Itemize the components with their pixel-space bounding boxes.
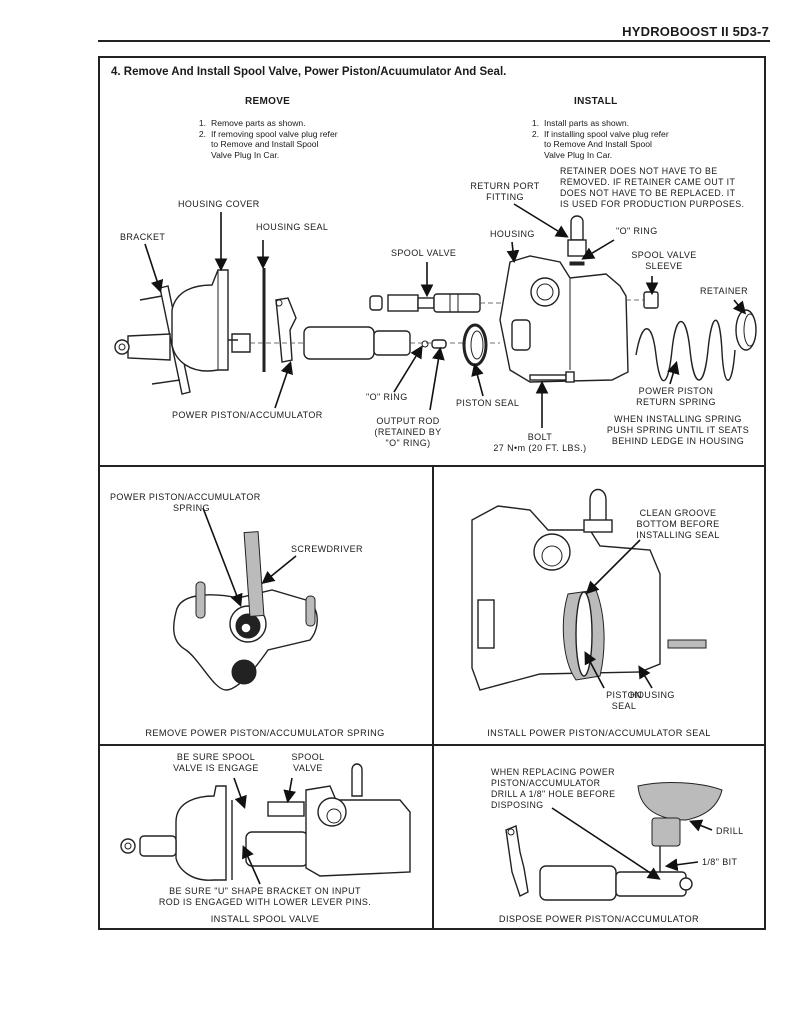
label-dispose-note: WHEN REPLACING POWER PISTON/ACCUMULATOR … <box>491 767 616 810</box>
label-clean-groove: CLEAN GROOVE BOTTOM BEFORE INSTALLING SE… <box>636 508 720 540</box>
label-u-bracket-note: BE SURE "U" SHAPE BRACKET ON INPUT ROD I… <box>158 886 372 907</box>
power-piston-accumulator-part <box>250 297 500 363</box>
label-spring-note: WHEN INSTALLING SPRING PUSH SPRING UNTIL… <box>606 414 750 446</box>
caption-dispose: DISPOSE POWER PISTON/ACCUMULATOR <box>498 914 700 924</box>
return-spring-part <box>635 319 736 382</box>
remove-heading: REMOVE <box>245 96 291 107</box>
label-pp-accumulator-spring: POWER PISTON/ACCUMULATOR SPRING <box>110 492 261 513</box>
label-spool-valve-sleeve: SPOOL VALVE SLEEVE <box>631 250 697 271</box>
label-o-ring-left: "O" RING <box>366 392 408 402</box>
bolt-part <box>529 371 575 383</box>
caption-remove-spring: REMOVE POWER PISTON/ACCUMULATOR SPRING <box>145 728 385 738</box>
install-steps: 1.Install parts as shown. 2.If installin… <box>525 118 695 160</box>
remove-step-2: 2.If removing spool valve plug refer to … <box>198 128 338 160</box>
label-install-housing: HOUSING <box>630 690 675 700</box>
label-be-sure-spool: BE SURE SPOOL VALVE IS ENGAGE <box>173 752 259 773</box>
page-header-title: HYDROBOOST II 5D3-7 <box>622 24 769 39</box>
label-screwdriver: SCREWDRIVER <box>291 544 363 554</box>
label-output-rod: OUTPUT ROD (RETAINED BY "O" RING) <box>374 416 442 448</box>
install-heading: INSTALL <box>574 96 618 107</box>
label-o-ring-right: "O" RING <box>616 226 658 236</box>
install-step-1: 1.Install parts as shown. <box>531 118 630 128</box>
label-return-port-fitting: RETURN PORT FITTING <box>470 181 540 202</box>
label-power-piston-return-spring: POWER PISTON RETURN SPRING <box>636 386 716 407</box>
label-retainer-note: RETAINER DOES NOT HAVE TO BE REMOVED. IF… <box>560 166 745 209</box>
label-housing-seal: HOUSING SEAL <box>256 222 329 232</box>
label-bit: 1/8" BIT <box>702 857 738 867</box>
label-spool-valve-install: SPOOL VALVE <box>291 752 325 773</box>
label-bracket: BRACKET <box>120 232 166 242</box>
remove-step-1: 1.Remove parts as shown. <box>198 118 306 128</box>
housing-part <box>499 255 629 383</box>
label-drill: DRILL <box>716 826 744 836</box>
housing-cover-part <box>114 269 251 372</box>
label-power-piston-accumulator: POWER PISTON/ACCUMULATOR <box>172 410 323 420</box>
label-housing-cover: HOUSING COVER <box>178 199 260 209</box>
step-title: 4. Remove And Install Spool Valve, Power… <box>111 66 507 78</box>
label-install-piston-seal: PISTON SEAL <box>606 690 642 711</box>
label-housing: HOUSING <box>490 229 535 239</box>
install-step-2: 2.If installing spool valve plug refer t… <box>531 128 669 160</box>
label-retainer: RETAINER <box>700 286 749 296</box>
caption-install-spool: INSTALL SPOOL VALVE <box>210 914 320 924</box>
caption-install-seal: INSTALL POWER PISTON/ACCUMULATOR SEAL <box>487 728 711 738</box>
label-piston-seal: PISTON SEAL <box>456 398 520 408</box>
spool-valve-part <box>369 293 540 313</box>
panel-divider-vertical <box>432 465 434 930</box>
label-spool-valve: SPOOL VALVE <box>391 248 457 258</box>
header-rule <box>98 40 770 42</box>
label-bolt: BOLT 27 N•m (20 FT. LBS.) <box>493 432 587 453</box>
remove-steps: 1.Remove parts as shown. 2.If removing s… <box>192 118 362 160</box>
